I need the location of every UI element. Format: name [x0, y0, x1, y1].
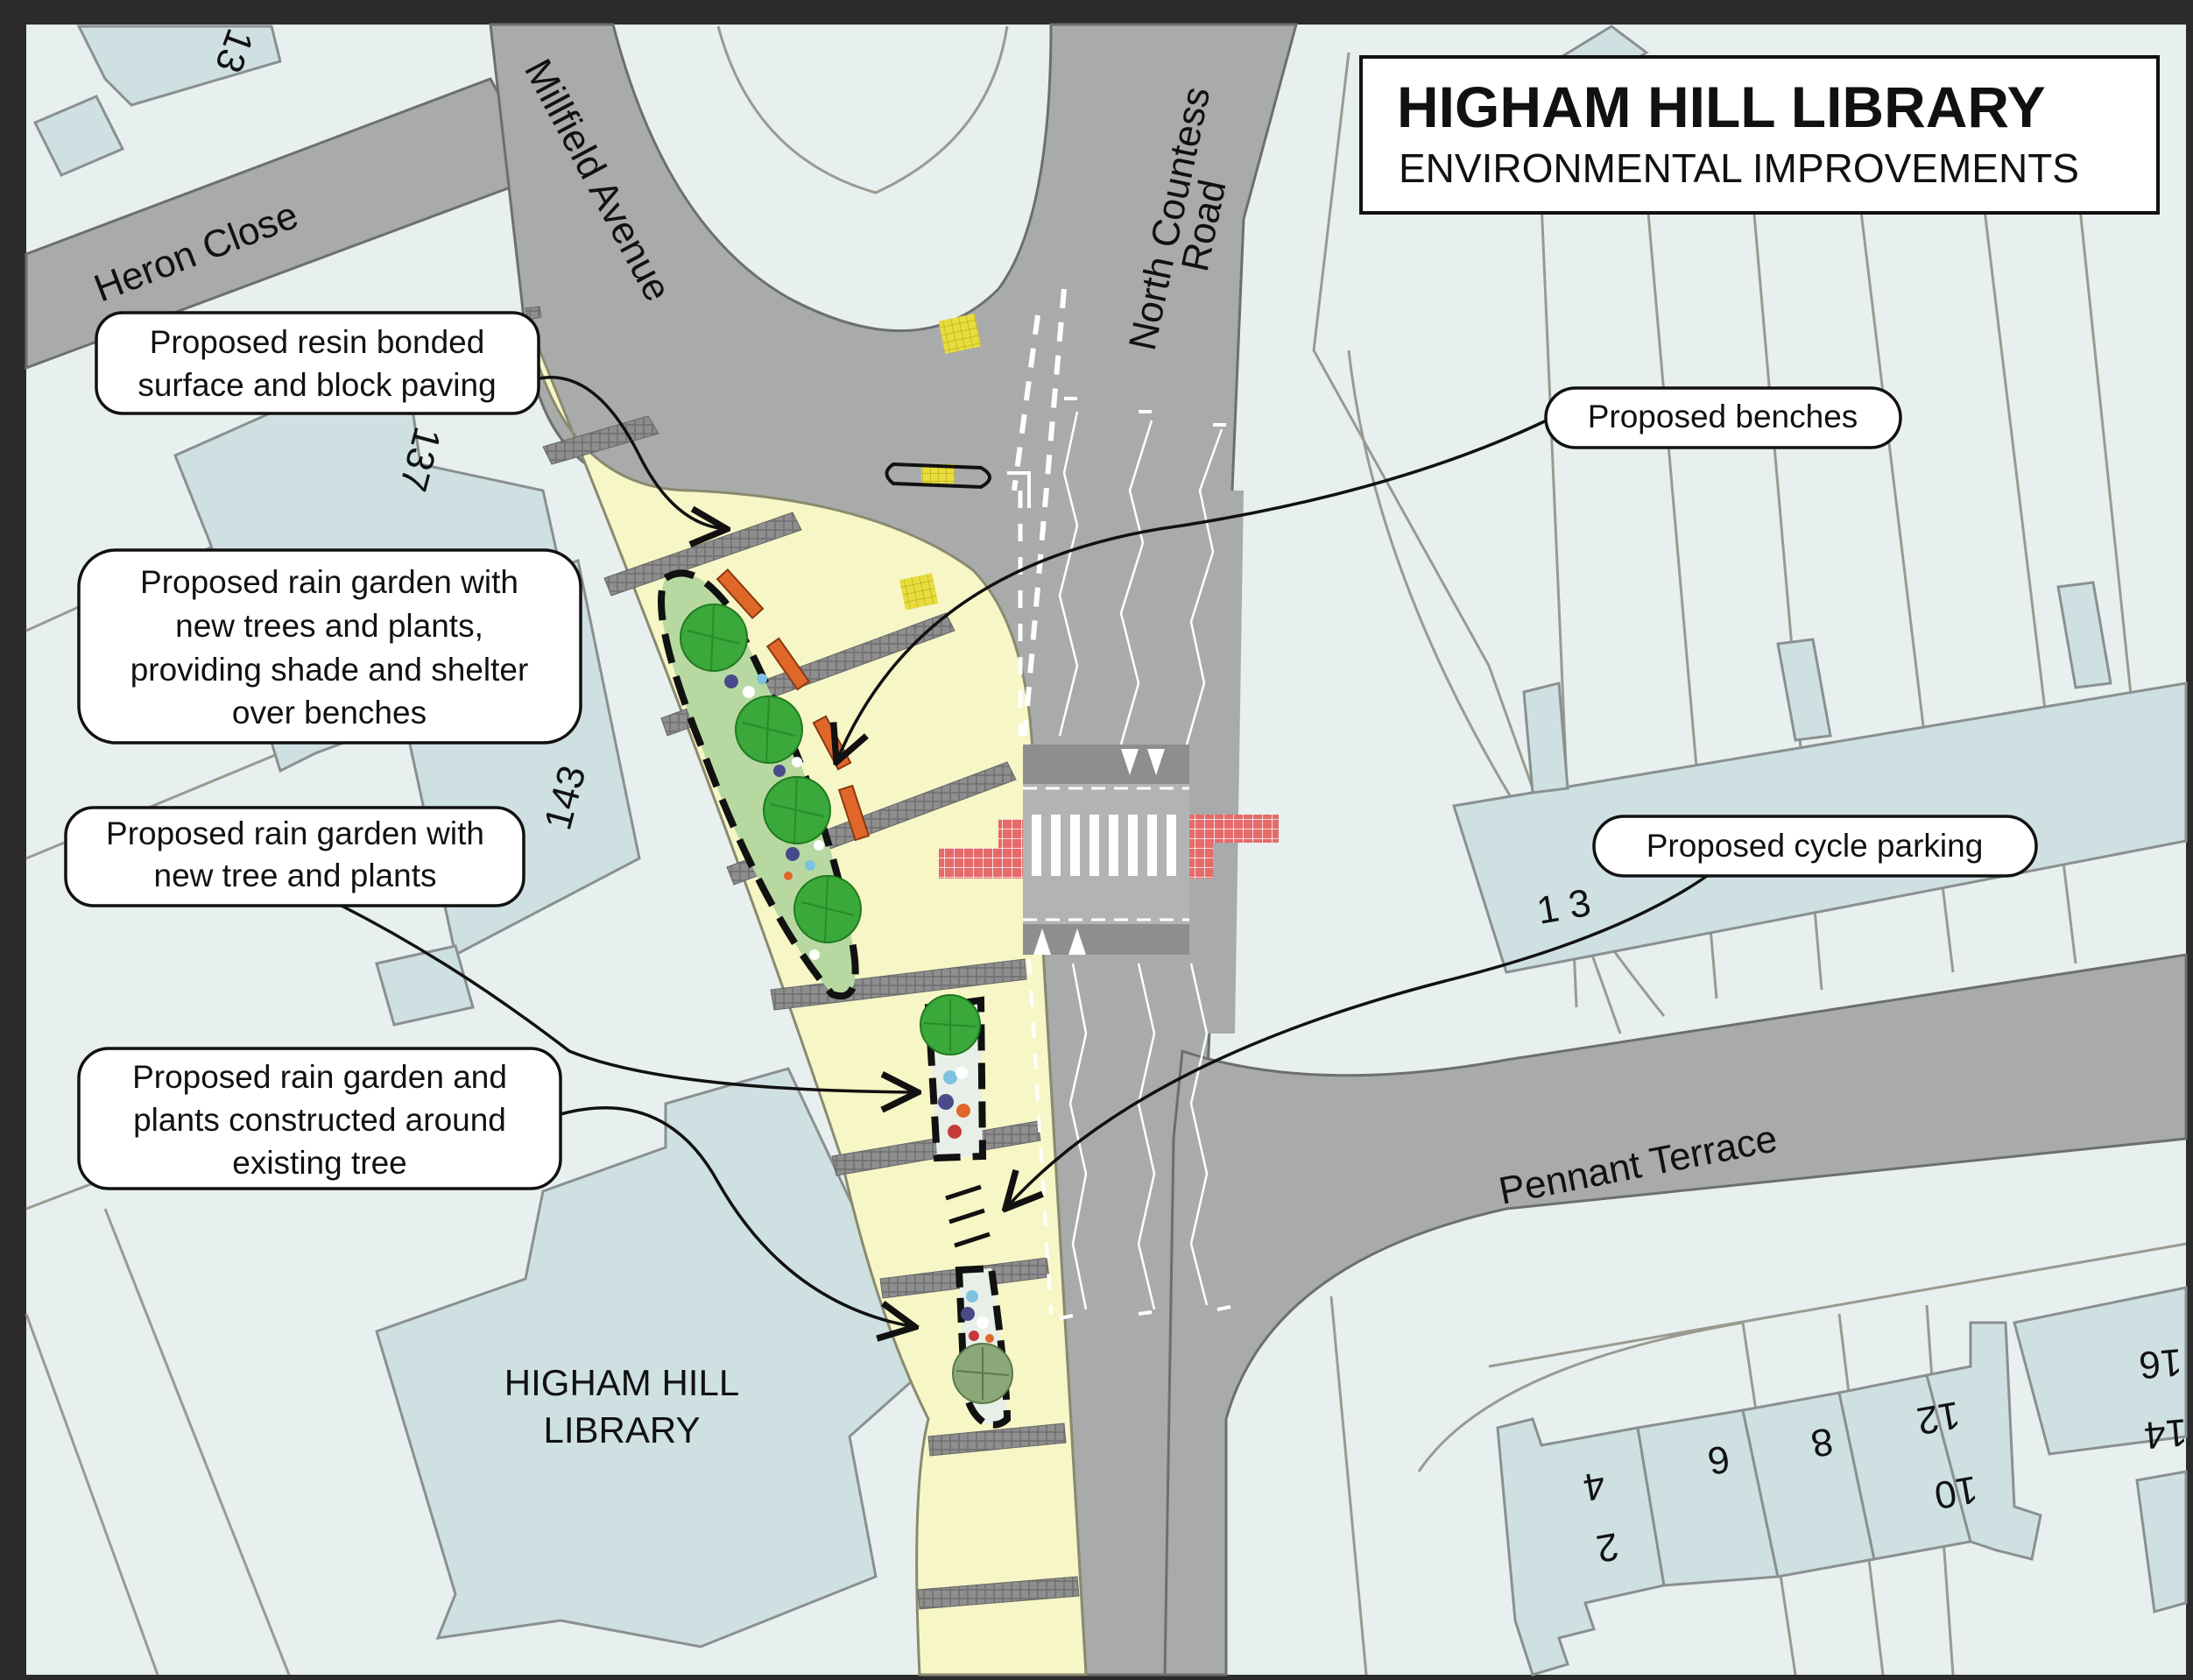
callout-rain-garden-tree: Proposed rain garden with new tree and p…: [64, 806, 525, 907]
house-number-10: 10: [1931, 1467, 1981, 1517]
library-label-line2: LIBRARY: [544, 1409, 701, 1451]
cycle-parking: [945, 1184, 991, 1248]
callout-tree-line2: new tree and plants: [154, 858, 437, 893]
title-sub: ENVIRONMENTAL IMPROVEMENTS: [1399, 145, 2079, 191]
callout-trees-line2: new trees and plants,: [175, 608, 483, 644]
callout-benches-text: Proposed benches: [1588, 399, 1858, 434]
title-main: HIGHAM HILL LIBRARY: [1397, 74, 2046, 139]
pennant-terrace-road: [1163, 953, 2188, 1676]
callout-trees-line4: over benches: [232, 695, 427, 731]
rain-garden-small: [952, 1264, 1013, 1429]
block-paving-bands: [525, 306, 1080, 1610]
rain-garden-large: [658, 569, 862, 999]
refuge-island: [885, 462, 991, 490]
callout-cycle: Proposed cycle parking: [1592, 815, 2038, 878]
callout-arrows: [339, 376, 1711, 1327]
callout-existing-line3: existing tree: [232, 1145, 407, 1181]
callout-tree-line1: Proposed rain garden with: [106, 815, 484, 851]
house-number-14: 14: [2142, 1410, 2189, 1457]
callout-cycle-text: Proposed cycle parking: [1647, 828, 1984, 864]
zebra-crossing: [939, 745, 1279, 955]
house-number-12: 12: [1914, 1393, 1964, 1443]
house-number-1-3: 1 3: [1534, 881, 1594, 933]
title-block: HIGHAM HILL LIBRARY ENVIRONMENTAL IMPROV…: [1359, 55, 2160, 215]
tactile-paving: [899, 314, 982, 611]
callout-trees-line3: providing shade and shelter: [130, 652, 529, 688]
rain-garden-medium: [920, 994, 987, 1162]
callout-existing-line2: plants constructed around: [133, 1102, 506, 1138]
callout-existing-line1: Proposed rain garden and: [132, 1059, 507, 1095]
callout-rain-garden-trees: Proposed rain garden with new trees and …: [77, 548, 582, 745]
callout-rain-garden-existing: Proposed rain garden and plants construc…: [77, 1047, 562, 1190]
road-markings: [1007, 288, 1231, 1320]
house-number-16: 16: [2137, 1340, 2183, 1387]
callout-trees-line1: Proposed rain garden with: [140, 564, 518, 600]
callout-resin-line2: surface and block paving: [138, 367, 496, 403]
callout-resin-line1: Proposed resin bonded: [150, 324, 485, 360]
callout-benches: Proposed benches: [1544, 386, 1902, 449]
callout-resin: Proposed resin bonded surface and block …: [95, 311, 540, 415]
library-label-line1: HIGHAM HILL: [504, 1362, 739, 1403]
